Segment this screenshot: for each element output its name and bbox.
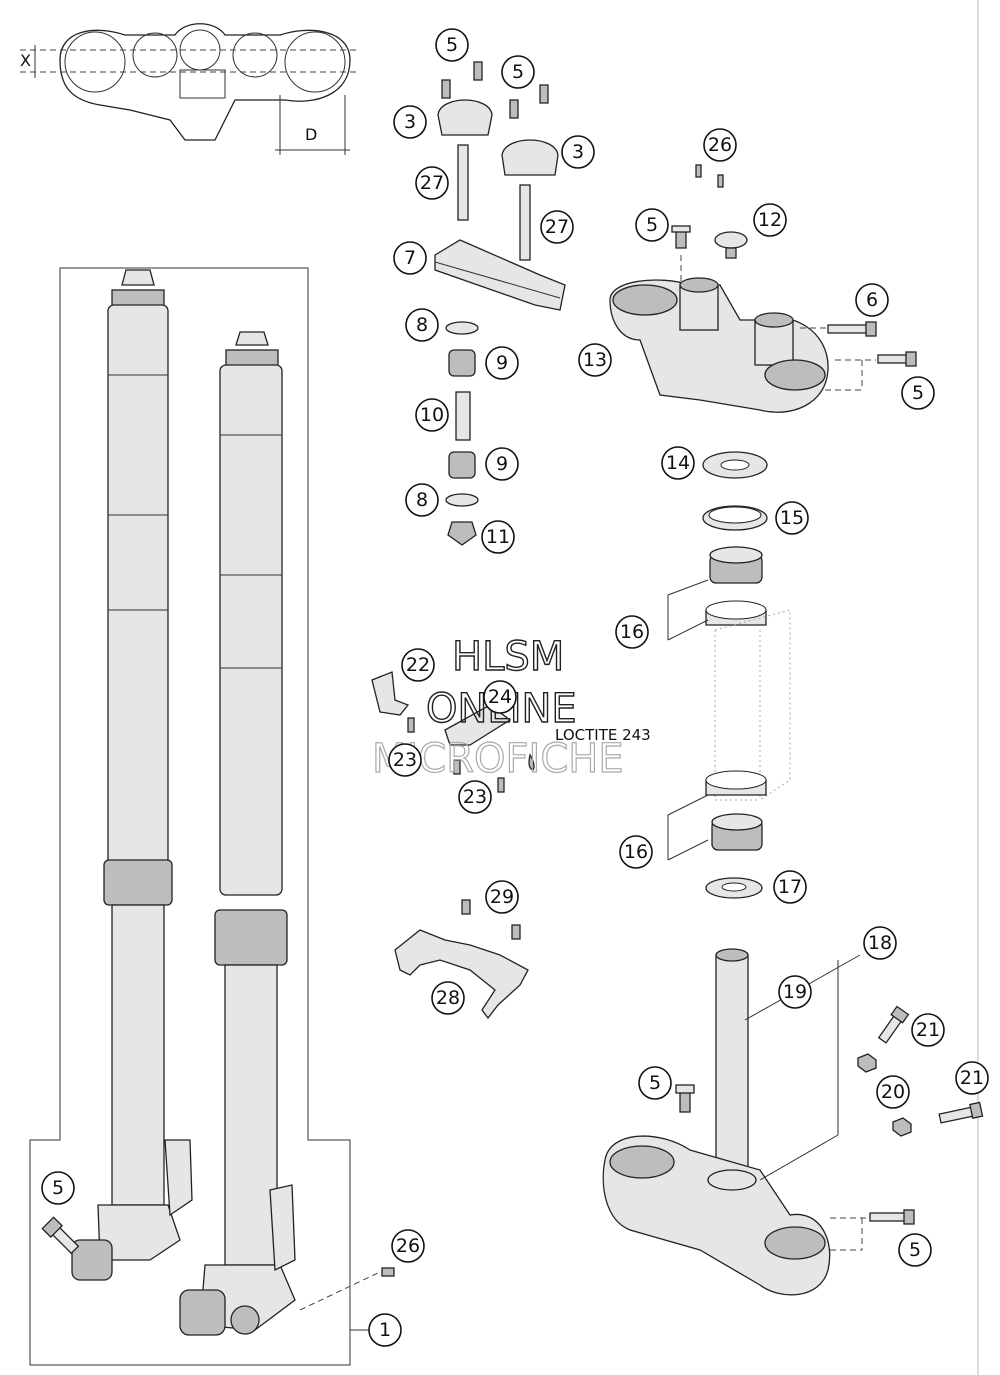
callout-1: 1: [368, 1313, 402, 1347]
right-fork-leg: [179, 331, 296, 1336]
svg-text:10: 10: [420, 404, 444, 426]
callout-9-bottom: 9: [485, 447, 519, 481]
svg-text:8: 8: [416, 314, 428, 336]
callout-3-right: 3: [561, 135, 595, 169]
svg-text:28: 28: [436, 987, 460, 1009]
callout-18: 18: [863, 926, 897, 960]
svg-text:29: 29: [490, 886, 514, 908]
callout-3-left: 3: [393, 105, 427, 139]
svg-text:18: 18: [868, 932, 892, 954]
svg-text:8: 8: [416, 489, 428, 511]
fork-clamp-bolt: [41, 1216, 80, 1255]
svg-text:3: 3: [404, 111, 416, 133]
svg-text:9: 9: [496, 352, 508, 374]
svg-text:15: 15: [780, 507, 804, 529]
callout-16-bottom: 16: [619, 835, 653, 869]
callout-21-top: 21: [911, 1013, 945, 1047]
svg-text:23: 23: [463, 786, 487, 808]
callout-5-top-left: 5: [435, 28, 469, 62]
callout-5-fork: 5: [41, 1171, 75, 1205]
bracket-parts: [371, 671, 535, 1020]
svg-text:26: 26: [396, 1235, 420, 1257]
svg-text:20: 20: [881, 1081, 905, 1103]
triple-clamp-top-view: X D: [20, 23, 360, 155]
svg-text:23: 23: [393, 749, 417, 771]
svg-text:5: 5: [646, 214, 658, 236]
callout-10: 10: [415, 398, 449, 432]
callout-23-left: 23: [388, 743, 422, 777]
svg-text:21: 21: [960, 1067, 984, 1089]
callout-6: 6: [855, 283, 889, 317]
steering-bearings: [667, 451, 791, 899]
svg-text:13: 13: [583, 349, 607, 371]
svg-text:6: 6: [866, 289, 878, 311]
bleed-screw: [381, 1267, 395, 1277]
upper-triple-clamp: [609, 164, 917, 413]
watermark-line1: HLSM: [452, 634, 564, 680]
callout-14: 14: [661, 446, 695, 480]
callout-20: 20: [876, 1075, 910, 1109]
dimension-x-label: X: [20, 51, 31, 70]
callout-5-top-right: 5: [501, 55, 535, 89]
callout-17: 17: [773, 870, 807, 904]
svg-text:19: 19: [783, 981, 807, 1003]
svg-text:9: 9: [496, 453, 508, 475]
callout-24: 24: [483, 680, 517, 714]
svg-text:21: 21: [916, 1019, 940, 1041]
callout-5-lower-clamp: 5: [638, 1066, 672, 1100]
callout-9-top: 9: [485, 346, 519, 380]
svg-text:5: 5: [446, 34, 458, 56]
svg-text:5: 5: [512, 61, 524, 83]
callout-7: 7: [393, 241, 427, 275]
svg-text:22: 22: [406, 654, 430, 676]
svg-text:5: 5: [52, 1177, 64, 1199]
dimension-d-label: D: [305, 125, 317, 144]
svg-text:26: 26: [708, 134, 732, 156]
svg-text:5: 5: [912, 382, 924, 404]
svg-text:5: 5: [909, 1239, 921, 1261]
svg-text:16: 16: [624, 841, 648, 863]
callout-15: 15: [775, 501, 809, 535]
callout-12: 12: [753, 203, 787, 237]
callout-23-bottom: 23: [458, 780, 492, 814]
callout-11: 11: [481, 520, 515, 554]
callout-27-right: 27: [540, 210, 574, 244]
svg-text:16: 16: [620, 621, 644, 643]
svg-text:5: 5: [649, 1072, 661, 1094]
callout-13: 13: [578, 343, 612, 377]
svg-text:27: 27: [545, 216, 569, 238]
handlebar-clamp-parts: [434, 61, 566, 546]
callout-8-bottom: 8: [405, 483, 439, 517]
callout-8-top: 8: [405, 308, 439, 342]
callout-22: 22: [401, 648, 435, 682]
callout-16-top: 16: [615, 615, 649, 649]
callout-21-bottom: 21: [955, 1061, 989, 1095]
fork-assembly: [29, 267, 395, 1366]
callout-5-lower-right: 5: [898, 1233, 932, 1267]
svg-text:27: 27: [420, 172, 444, 194]
callout-5-upper-clamp: 5: [635, 208, 669, 242]
callout-29: 29: [485, 880, 519, 914]
svg-text:17: 17: [778, 876, 802, 898]
callout-5-upper-right: 5: [901, 376, 935, 410]
lower-triple-clamp: [602, 948, 984, 1296]
callout-26-bottom: 26: [391, 1229, 425, 1263]
svg-text:12: 12: [758, 209, 782, 231]
callout-28: 28: [431, 981, 465, 1015]
svg-text:24: 24: [488, 686, 512, 708]
callout-27-left: 27: [415, 166, 449, 200]
callout-19: 19: [778, 975, 812, 1009]
loctite-note: LOCTITE 243: [555, 726, 651, 744]
svg-text:11: 11: [486, 526, 510, 548]
svg-text:1: 1: [379, 1319, 391, 1341]
svg-text:3: 3: [572, 141, 584, 163]
svg-text:14: 14: [666, 452, 690, 474]
svg-text:7: 7: [404, 247, 416, 269]
callout-26-top: 26: [703, 128, 737, 162]
left-fork-leg: [71, 269, 193, 1281]
